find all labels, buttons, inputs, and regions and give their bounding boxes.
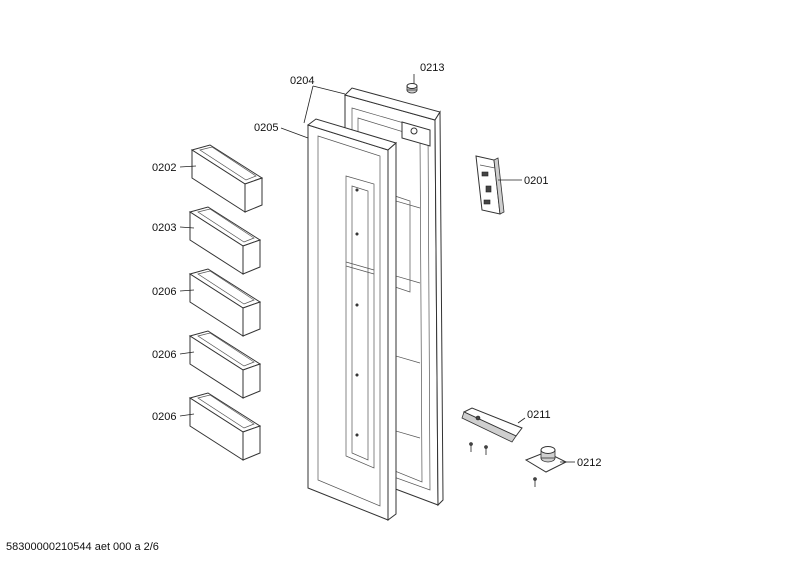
door-shelf-0206-2 xyxy=(188,330,262,399)
label-0202: 0202 xyxy=(152,162,176,174)
cap-0213 xyxy=(406,83,418,94)
label-0212: 0212 xyxy=(577,457,601,469)
door-gasket-frame xyxy=(306,118,398,521)
screw-2 xyxy=(484,445,488,455)
door-shelf-0203 xyxy=(188,206,262,275)
label-0213: 0213 xyxy=(420,62,444,74)
door-shelf-0206-1 xyxy=(188,268,262,337)
label-0206-3: 0206 xyxy=(152,411,176,423)
label-0206-2: 0206 xyxy=(152,349,176,361)
hinge-bracket-0211 xyxy=(461,407,523,443)
leader-lines xyxy=(179,74,575,463)
label-0211: 0211 xyxy=(527,409,551,421)
control-module-0201 xyxy=(475,155,505,215)
label-0205: 0205 xyxy=(254,122,278,134)
screw-1 xyxy=(469,442,473,452)
door-shelf-0206-3 xyxy=(188,392,262,461)
document-reference: 58300000210544 aet 000 a 2/6 xyxy=(6,541,159,553)
hinge-pin-0212 xyxy=(524,446,568,473)
label-0203: 0203 xyxy=(152,222,176,234)
label-0204: 0204 xyxy=(290,75,314,87)
label-0201: 0201 xyxy=(524,175,548,187)
label-0206-1: 0206 xyxy=(152,286,176,298)
screw-3 xyxy=(533,477,537,487)
door-shelf-0202 xyxy=(190,144,264,213)
